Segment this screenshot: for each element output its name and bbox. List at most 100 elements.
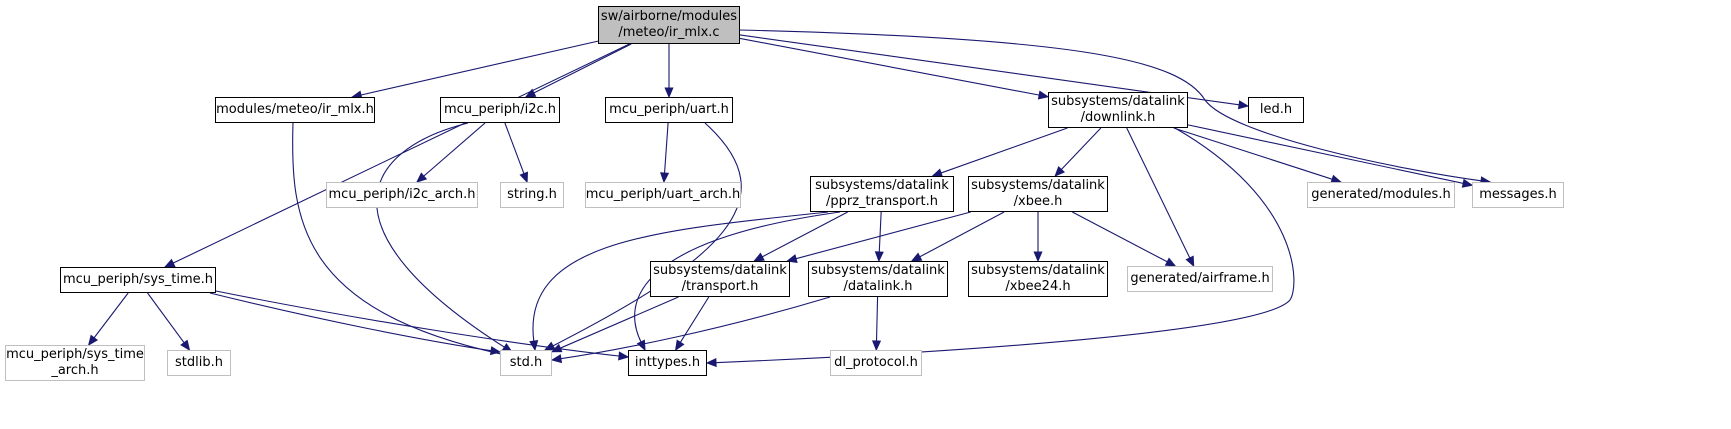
node-label: generated/modules.h bbox=[1311, 187, 1451, 202]
edge-arrowhead bbox=[618, 351, 630, 361]
node-sys-time-h[interactable]: mcu_periph/sys_time.h bbox=[60, 267, 216, 293]
node-label: generated/airframe.h bbox=[1130, 271, 1270, 286]
edge-arrowhead bbox=[871, 340, 882, 352]
node-string-h: string.h bbox=[500, 182, 564, 208]
edge-root-to-ir_mlx_h bbox=[359, 40, 599, 96]
node-std-h: std.h bbox=[500, 350, 552, 376]
edge-arrowhead bbox=[416, 172, 428, 183]
edge-arrowhead bbox=[705, 358, 717, 368]
node-root[interactable]: sw/airborne/modules /meteo/ir_mlx.c bbox=[598, 6, 740, 44]
edge-pprz_transport_h-to-std_h bbox=[532, 211, 829, 343]
node-datalink-h[interactable]: subsystems/datalink /datalink.h bbox=[808, 261, 948, 297]
node-label: inttypes.h bbox=[634, 355, 701, 370]
node-label: led.h bbox=[1259, 102, 1293, 117]
node-xbee24-h[interactable]: subsystems/datalink /xbee24.h bbox=[968, 261, 1108, 297]
edge-arrowhead bbox=[660, 172, 670, 184]
edge-arrowhead bbox=[1054, 165, 1065, 177]
node-label: sw/airborne/modules /meteo/ir_mlx.c bbox=[600, 9, 738, 40]
node-label: subsystems/datalink /datalink.h bbox=[811, 263, 945, 294]
edge-arrowhead bbox=[674, 339, 685, 352]
edge-sys_time_h-to-sys_time_arch_h bbox=[93, 292, 129, 339]
edge-arrowhead bbox=[786, 254, 798, 263]
edge-xbee_h-to-transport_h bbox=[794, 211, 971, 260]
edge-downlink_h-to-xbee_h bbox=[1060, 127, 1102, 171]
edge-sys_time_h-to-stdlib_h bbox=[147, 292, 186, 344]
edge-sys_time_h-to-std_h bbox=[209, 292, 493, 352]
edge-datalink_h-to-std_h bbox=[559, 296, 831, 360]
edge-transport_h-to-inttypes_h bbox=[679, 296, 710, 344]
node-inttypes-h[interactable]: inttypes.h bbox=[628, 350, 707, 376]
edge-arrowhead bbox=[1237, 100, 1250, 110]
edge-pprz_transport_h-to-datalink_h bbox=[878, 211, 882, 254]
node-label: modules/meteo/ir_mlx.h bbox=[216, 102, 374, 117]
edge-root-to-downlink_h bbox=[739, 37, 1041, 96]
node-label: mcu_periph/i2c_arch.h bbox=[328, 187, 476, 202]
edge-arrowhead bbox=[180, 339, 191, 352]
node-sys-time-arch-h: mcu_periph/sys_time _arch.h bbox=[5, 345, 145, 381]
edge-arrowhead bbox=[524, 88, 537, 98]
edge-downlink_h-to-gen_airframe_h bbox=[1126, 127, 1191, 260]
edge-uart_h-to-std_h bbox=[551, 122, 742, 347]
node-label: std.h bbox=[509, 355, 543, 370]
node-label: subsystems/datalink /xbee24.h bbox=[971, 263, 1105, 294]
edge-arrowhead bbox=[87, 334, 99, 347]
node-label: mcu_periph/sys_time.h bbox=[62, 272, 214, 287]
edge-pprz_transport_h-to-transport_h bbox=[761, 211, 848, 258]
node-downlink-h[interactable]: subsystems/datalink /downlink.h bbox=[1048, 92, 1188, 128]
node-i2c-arch-h: mcu_periph/i2c_arch.h bbox=[326, 182, 478, 208]
edge-arrowhead bbox=[489, 346, 502, 356]
node-label: subsystems/datalink /downlink.h bbox=[1051, 94, 1185, 125]
edge-arrowhead bbox=[636, 339, 646, 352]
edge-sys_time_h-to-inttypes_h bbox=[215, 290, 621, 357]
edge-ir_mlx_h-to-std_h bbox=[292, 122, 503, 355]
edge-downlink_h-to-messages_h bbox=[1187, 124, 1465, 185]
edge-arrowhead bbox=[519, 171, 529, 184]
node-label: subsystems/datalink /xbee.h bbox=[971, 178, 1105, 209]
edge-arrowhead bbox=[1033, 251, 1043, 263]
edge-datalink_h-to-dl_protocol_h bbox=[875, 296, 879, 343]
edge-downlink_h-to-pprz_transport_h bbox=[939, 127, 1068, 174]
edge-arrowhead bbox=[1037, 90, 1050, 100]
node-pprz-transport-h[interactable]: subsystems/datalink /pprz_transport.h bbox=[810, 176, 954, 212]
node-label: mcu_periph/sys_time _arch.h bbox=[6, 347, 144, 378]
edge-arrowhead bbox=[163, 258, 176, 268]
edge-arrowhead bbox=[1185, 255, 1195, 268]
edge-arrowhead bbox=[1164, 257, 1177, 267]
edge-arrowhead bbox=[874, 251, 884, 263]
node-dl-protocol-h: dl_protocol.h bbox=[830, 350, 922, 376]
node-label: mcu_periph/uart.h bbox=[609, 102, 729, 117]
node-xbee-h[interactable]: subsystems/datalink /xbee.h bbox=[968, 176, 1108, 212]
node-gen-modules-h: generated/modules.h bbox=[1307, 182, 1455, 208]
node-led-h[interactable]: led.h bbox=[1248, 97, 1304, 123]
node-ir-mlx-h[interactable]: modules/meteo/ir_mlx.h bbox=[215, 97, 375, 123]
edge-arrowhead bbox=[753, 252, 765, 262]
edge-arrowhead bbox=[664, 87, 674, 99]
node-label: mcu_periph/uart_arch.h bbox=[585, 187, 741, 202]
node-label: subsystems/datalink /transport.h bbox=[653, 263, 787, 294]
edge-xbee_h-to-gen_airframe_h bbox=[1072, 211, 1169, 263]
edge-arrowhead bbox=[910, 252, 923, 262]
edge-i2c_h-to-string_h bbox=[504, 122, 525, 175]
node-transport-h[interactable]: subsystems/datalink /transport.h bbox=[650, 261, 790, 297]
node-label: messages.h bbox=[1479, 187, 1557, 202]
node-messages-h: messages.h bbox=[1472, 182, 1564, 208]
edge-uart_h-to-uart_arch_h bbox=[663, 122, 669, 175]
node-label: string.h bbox=[507, 187, 557, 202]
edge-transport_h-to-std_h bbox=[559, 296, 679, 350]
node-stdlib-h: stdlib.h bbox=[167, 350, 231, 376]
edge-arrowhead bbox=[543, 341, 556, 351]
node-label: dl_protocol.h bbox=[834, 355, 918, 370]
edge-i2c_h-to-i2c_arch_h bbox=[422, 122, 486, 178]
node-uart-h[interactable]: mcu_periph/uart.h bbox=[605, 97, 733, 123]
edge-downlink_h-to-gen_modules_h bbox=[1173, 127, 1334, 181]
node-label: subsystems/datalink /pprz_transport.h bbox=[815, 178, 949, 209]
edge-root-to-messages_h bbox=[737, 29, 1483, 182]
node-label: stdlib.h bbox=[175, 355, 223, 370]
node-label: mcu_periph/i2c.h bbox=[443, 102, 557, 117]
edge-root-to-i2c_h bbox=[532, 43, 632, 94]
node-uart-arch-h: mcu_periph/uart_arch.h bbox=[585, 182, 741, 208]
edge-xbee_h-to-datalink_h bbox=[918, 211, 1005, 258]
node-gen-airframe-h: generated/airframe.h bbox=[1127, 266, 1273, 292]
node-i2c-h[interactable]: mcu_periph/i2c.h bbox=[440, 97, 560, 123]
